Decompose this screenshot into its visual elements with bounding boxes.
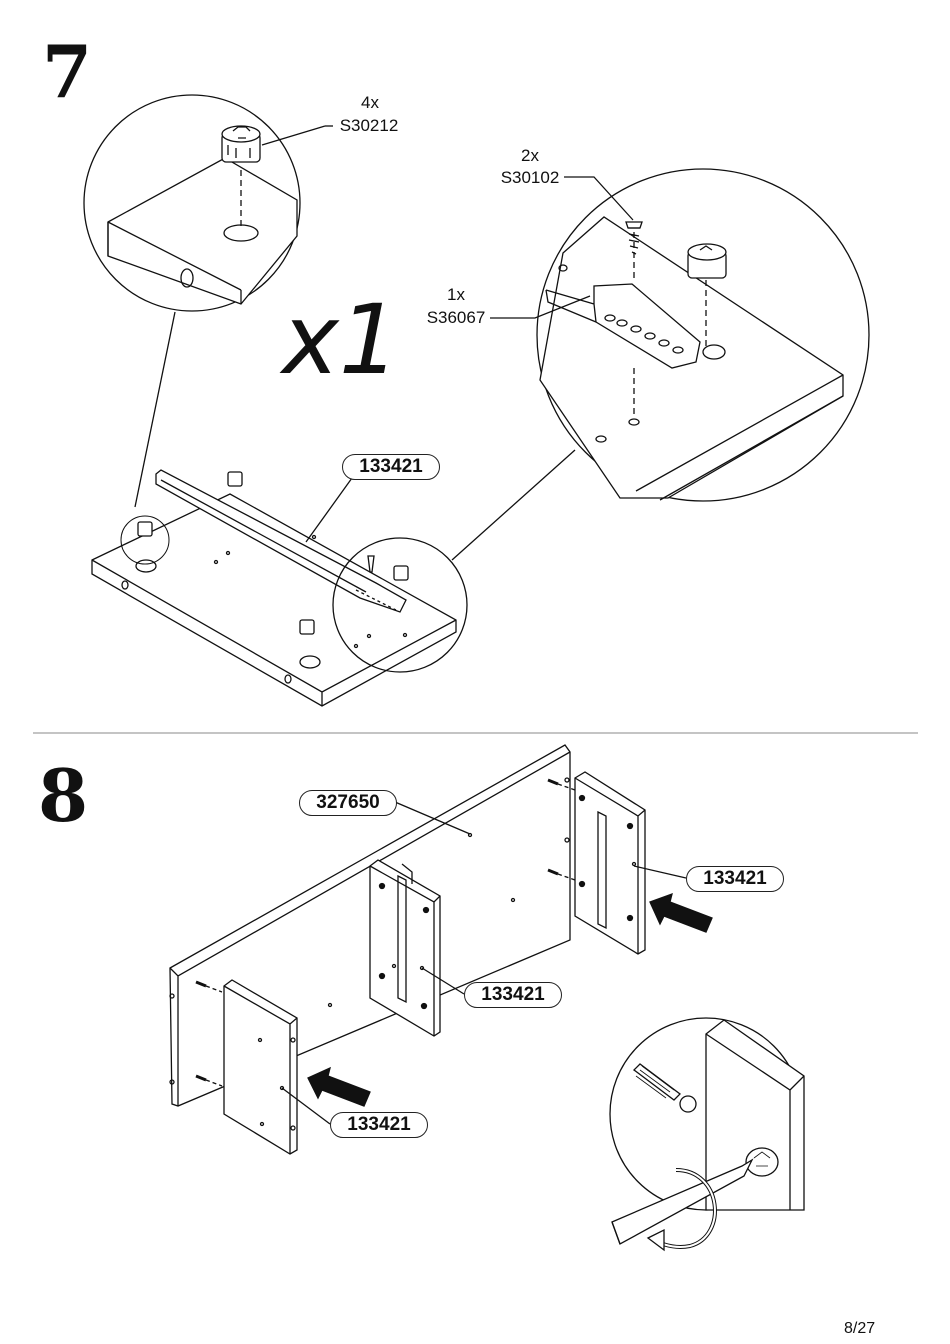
leader-133421-right	[633, 865, 687, 879]
fitting-qty-S36067: 1x	[447, 285, 465, 304]
leader-133421-middle	[421, 967, 465, 995]
step8-assembly	[169, 744, 713, 1155]
leader-133421-step7	[305, 477, 353, 543]
leader-S36067	[490, 295, 591, 319]
detail-circle-screwdriver	[609, 1017, 805, 1252]
leader-327650	[394, 801, 471, 835]
detail-circle-runner	[536, 168, 870, 502]
step-number-8: 8	[38, 753, 89, 838]
leader-S30102	[564, 176, 634, 221]
quantity-multiplier: x1	[282, 284, 400, 396]
fitting-code-S30102: S30102	[500, 168, 560, 187]
part-label-133421-step7: 133421	[342, 454, 440, 480]
fitting-qty-S30212: 4x	[361, 93, 379, 112]
step7-panel	[91, 469, 468, 707]
fitting-code-S36067: S36067	[426, 308, 486, 327]
step-number-7: 7	[42, 29, 93, 114]
page-number: 8/27	[844, 1320, 876, 1337]
leader-133421-left	[281, 1087, 331, 1125]
detail-circle-cam-lock	[83, 94, 301, 312]
part-label-133421-left: 133421	[330, 1112, 428, 1138]
fitting-qty-S30102: 2x	[521, 146, 539, 165]
part-label-133421-middle: 133421	[464, 982, 562, 1008]
leader-S30212	[261, 125, 326, 146]
fitting-code-S30212: S30212	[339, 116, 399, 135]
part-label-133421-right: 133421	[686, 866, 784, 892]
part-label-327650: 327650	[299, 790, 397, 816]
